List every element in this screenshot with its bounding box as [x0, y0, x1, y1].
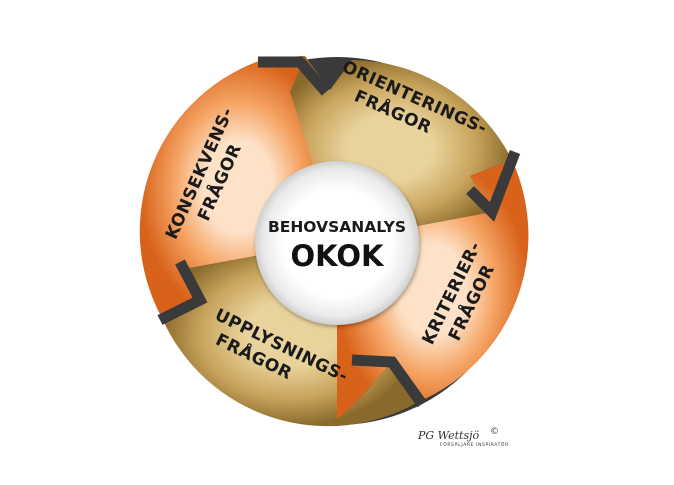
signature-name: PG Wettsjö [417, 429, 480, 442]
segment-upplysningsfragor [162, 241, 418, 427]
separator-top [258, 56, 331, 96]
segment-konsekvensfragor [139, 56, 337, 318]
center-title: OKOK [291, 239, 385, 273]
separator-right [466, 150, 521, 222]
separator-bottom [351, 354, 427, 408]
signature-copyright: © [490, 427, 499, 437]
segment-kriterierfragor [337, 160, 529, 420]
center-circle [255, 161, 419, 325]
separator-left [157, 259, 208, 325]
signature-tagline: FÖRSÄLJARE INSPIRATÖR [440, 441, 509, 448]
center-subtitle: BEHOVSANALYS [268, 218, 406, 236]
